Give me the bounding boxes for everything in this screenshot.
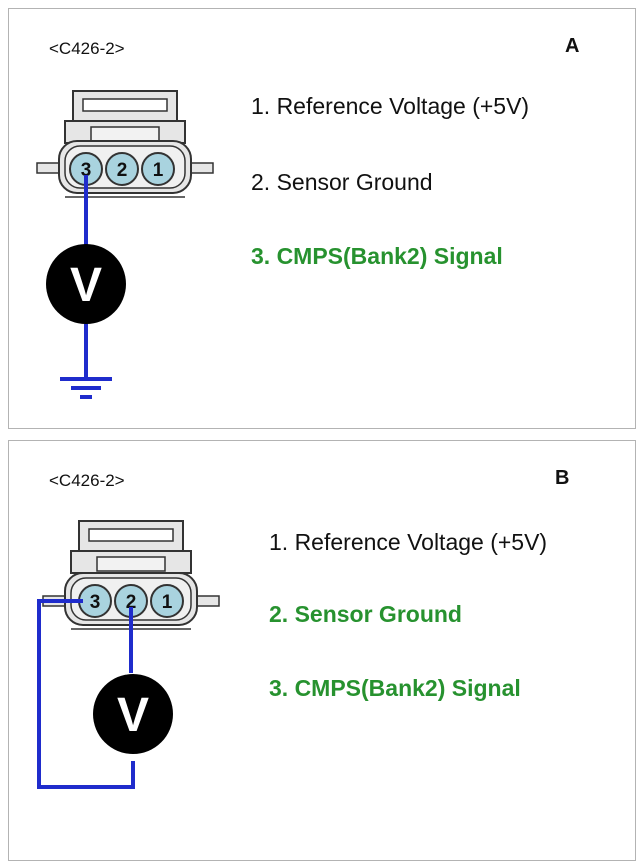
pin-description-a-1: 1. Reference Voltage (+5V) <box>251 93 530 119</box>
pin-description-a-3: 3. CMPS(Bank2) Signal <box>251 243 503 269</box>
circuit-diagram-b: 3 2 1 V <box>37 520 220 789</box>
voltmeter-icon <box>93 674 173 754</box>
connector-id-a: <C426-2> <box>49 39 125 58</box>
pin-a-3-label: 3 <box>81 160 92 181</box>
voltmeter-b-label: V <box>117 689 149 742</box>
pin-description-a-2: 2. Sensor Ground <box>251 169 433 195</box>
panel-a: 3 2 1 V <C426-2> A 1. Reference Voltage … <box>8 8 636 429</box>
ground-symbol-icon <box>60 377 112 399</box>
pin-b-3-label: 3 <box>90 592 101 613</box>
panel-letter-a: A <box>565 35 580 57</box>
panel-b: 3 2 1 V <C426-2> B 1. Reference Voltage … <box>8 440 636 861</box>
wire-b-pin3-loop <box>37 599 135 789</box>
circuit-diagram-a: 3 2 1 V <box>36 90 214 399</box>
voltmeter-icon <box>46 244 126 324</box>
pin-b-2-label: 2 <box>126 592 137 613</box>
pin-description-b-2: 2. Sensor Ground <box>269 601 462 627</box>
pin-a-1 <box>141 152 175 186</box>
panel-letter-b: B <box>555 467 570 489</box>
pin-a-2 <box>105 152 139 186</box>
connector-id-b: <C426-2> <box>49 471 125 490</box>
pin-a-1-label: 1 <box>153 160 164 181</box>
pin-description-b-1: 1. Reference Voltage (+5V) <box>269 529 548 555</box>
pin-b-1 <box>150 584 184 618</box>
pin-description-b-3: 3. CMPS(Bank2) Signal <box>269 675 521 701</box>
pin-b-1-label: 1 <box>162 592 173 613</box>
pin-a-2-label: 2 <box>117 160 128 181</box>
voltmeter-a-label: V <box>70 259 102 312</box>
